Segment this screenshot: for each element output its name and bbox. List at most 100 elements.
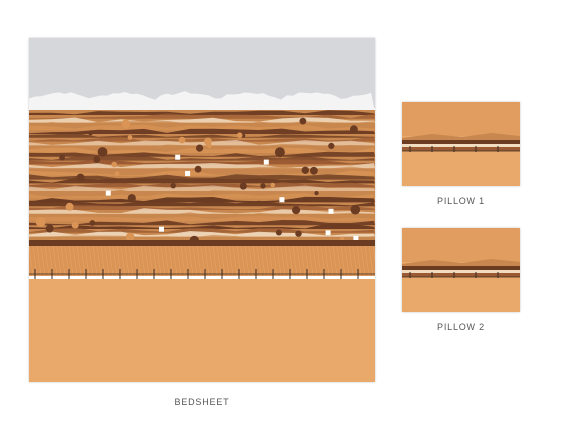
house-shape	[328, 208, 334, 214]
land-stripe	[29, 132, 375, 138]
tree-shape	[127, 194, 136, 203]
house-shape	[325, 230, 331, 236]
field-hatch	[292, 245, 298, 277]
sand-band	[29, 279, 375, 382]
field-hatch	[64, 245, 70, 277]
field-hatch	[324, 245, 330, 277]
field-hatch	[108, 245, 114, 277]
field-hatch	[236, 245, 242, 277]
tree-shape	[170, 183, 176, 189]
tree-shape	[295, 230, 302, 237]
field-hatch	[308, 245, 314, 277]
field-hatch	[344, 245, 350, 277]
field-hatch	[232, 245, 238, 277]
field-hatch	[364, 245, 370, 277]
field-hatch	[360, 245, 366, 277]
tree-shape	[65, 202, 74, 211]
field-hatch	[240, 245, 246, 277]
field-hatch	[244, 245, 250, 277]
field-hatch	[276, 245, 282, 277]
field-hatch	[336, 245, 342, 277]
bedsheet-panel	[29, 38, 375, 382]
field-hatch	[228, 245, 234, 277]
field-hatch	[92, 245, 98, 277]
land-stripe	[29, 223, 375, 229]
field-hatch	[40, 245, 46, 277]
field-hatch	[328, 245, 334, 277]
tree-shape	[76, 173, 85, 182]
pillow-dark-stripe	[402, 266, 520, 270]
field-hatch	[368, 245, 374, 277]
snow-mountains	[29, 91, 375, 112]
tree-shape	[301, 166, 309, 174]
land-stripe	[29, 231, 375, 237]
tree-shape	[299, 117, 307, 125]
pillow-1-pattern-image	[402, 102, 520, 186]
pillow-1-label: PILLOW 1	[437, 196, 485, 206]
field-hatch	[256, 245, 262, 277]
land-stripe	[29, 220, 375, 226]
pillow-mid-stripe	[402, 273, 520, 277]
field-hatch	[312, 245, 318, 277]
land-stripe	[29, 121, 375, 127]
field-hatch	[96, 245, 102, 277]
tree-shape	[114, 171, 120, 177]
bedsheet-pattern-image	[29, 38, 375, 382]
field-hatch	[44, 245, 50, 277]
field-hatch	[132, 245, 138, 277]
land-stripe	[29, 208, 375, 214]
land-stripe	[29, 193, 375, 199]
land-stripe	[29, 140, 375, 146]
pillow-upper-shade	[402, 228, 520, 262]
field-hatch	[168, 245, 174, 277]
house-shape	[263, 159, 269, 165]
field-hatch	[208, 245, 214, 277]
land-stripe	[29, 113, 375, 119]
field-hatch	[280, 245, 286, 277]
field-hatch	[84, 245, 90, 277]
field-hatch	[128, 245, 134, 277]
tree-shape	[314, 191, 319, 196]
bedsheet-label: BEDSHEET	[174, 397, 230, 407]
field-hatch	[200, 245, 206, 277]
pillow-lower-sand	[402, 278, 520, 312]
field-hatch	[264, 245, 270, 277]
field-hatch	[120, 245, 126, 277]
field-hatch	[332, 245, 338, 277]
tree-shape	[89, 220, 96, 226]
house-shape	[159, 226, 164, 232]
field-hatch	[340, 245, 346, 277]
field-hatch	[36, 245, 42, 277]
house-shape	[105, 190, 111, 196]
field-hatch	[192, 245, 198, 277]
land-stripe	[29, 128, 375, 134]
field-hatch	[172, 245, 178, 277]
field-hatch	[188, 245, 194, 277]
field-hatch	[72, 245, 78, 277]
field-hatch	[112, 245, 118, 277]
land-stripe	[29, 185, 375, 191]
tree-shape	[239, 182, 247, 190]
field-hatch	[152, 245, 158, 277]
house-shape	[353, 235, 359, 241]
field-hatch	[156, 245, 162, 277]
tree-shape	[350, 204, 361, 215]
land-stripe	[29, 234, 375, 241]
land-stripe	[29, 136, 375, 142]
pillow-lower-sand	[402, 152, 520, 186]
field-hatch	[304, 245, 310, 277]
tree-shape	[292, 206, 301, 215]
pillow-2-pattern-image	[402, 228, 520, 312]
field-hatch	[29, 245, 34, 277]
field-hatch	[60, 245, 66, 277]
field-hatch	[260, 245, 266, 277]
tree-shape	[125, 232, 135, 242]
field-hatch	[144, 245, 150, 277]
tree-shape	[59, 154, 65, 161]
field-hatch	[52, 245, 58, 277]
tree-shape	[35, 217, 46, 228]
field-hatch	[220, 245, 226, 277]
tree-shape	[340, 236, 345, 241]
house-shape	[279, 197, 285, 203]
tree-shape	[275, 229, 282, 236]
